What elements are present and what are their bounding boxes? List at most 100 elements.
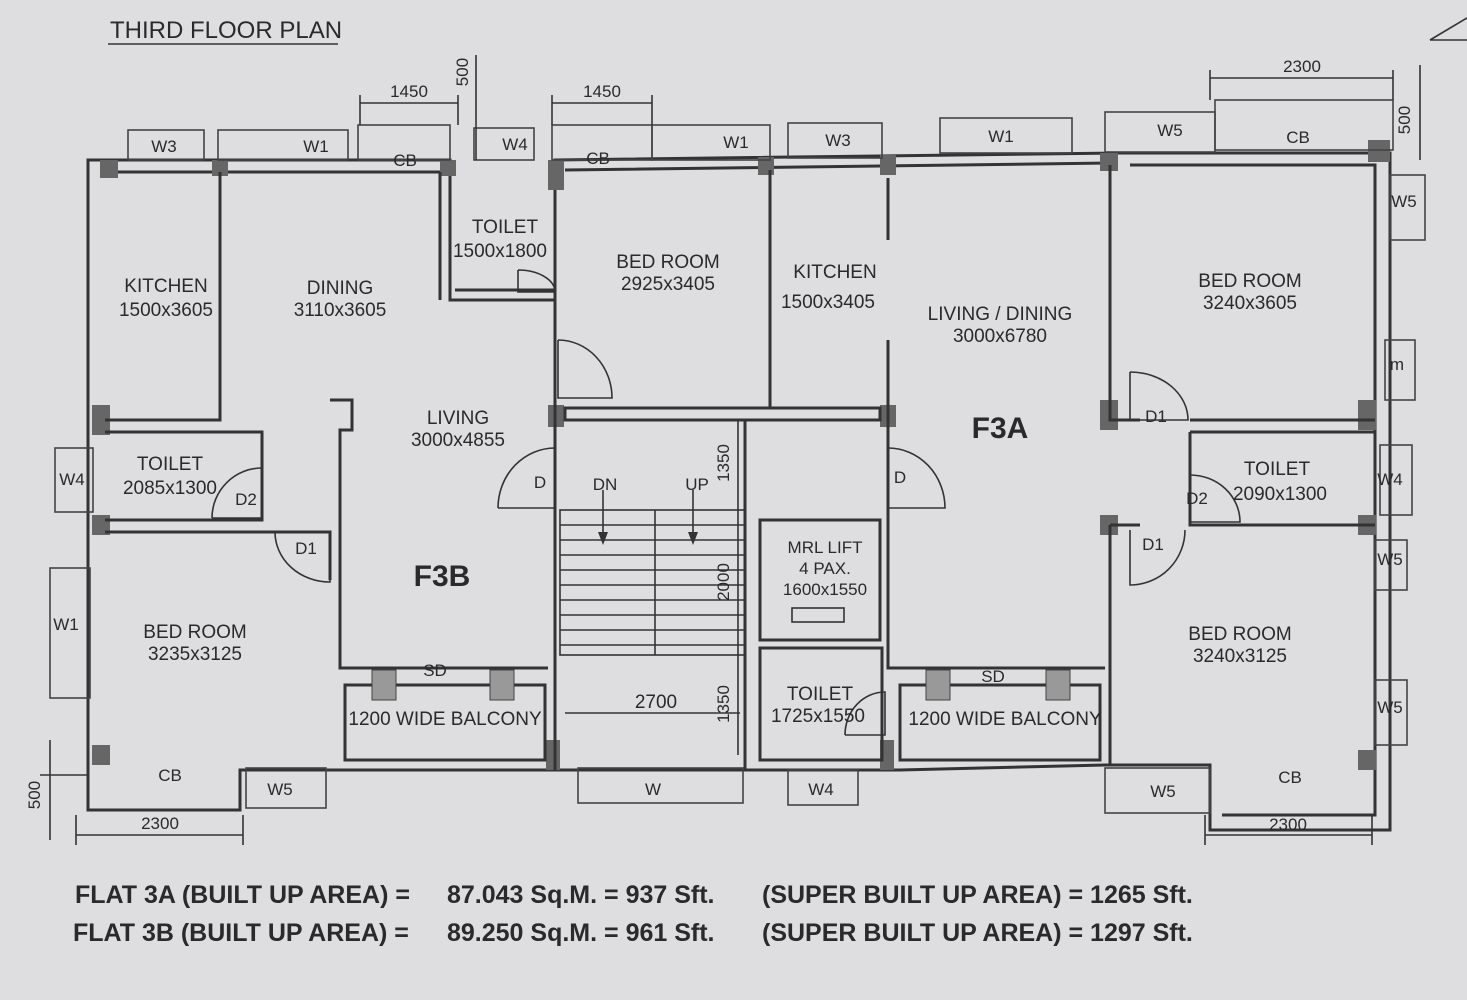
cb-label: CB <box>393 151 417 170</box>
bedroom-top-right-size: 3240x3605 <box>1203 293 1297 314</box>
dim-2300: 2300 <box>141 814 179 833</box>
window-w5-label: W5 <box>1157 121 1183 140</box>
living-dining-right-size: 3000x6780 <box>953 326 1047 347</box>
sd-label: SD <box>423 661 447 680</box>
dim-1450: 1450 <box>390 82 428 101</box>
flat-3b-area: 89.250 Sq.M. = 961 Sft. <box>447 919 715 947</box>
room-labels: KITCHEN 1500x3605 DINING 3110x3605 TOILE… <box>119 217 1327 730</box>
bedroom-bottom-right-name: BED ROOM <box>1188 624 1291 645</box>
window-w5-label: W5 <box>267 780 293 799</box>
toilet-top-size: 1500x1800 <box>453 241 547 262</box>
cb-label: CB <box>586 149 610 168</box>
staircase <box>559 490 746 656</box>
window-frames <box>49 99 1426 814</box>
kitchen-left-name: KITCHEN <box>124 276 207 297</box>
dim-500: 500 <box>1395 106 1414 134</box>
dim-500: 500 <box>453 58 472 86</box>
cb-label: CB <box>1286 128 1310 147</box>
door-d-label: D <box>534 473 546 492</box>
window-w1-label: W1 <box>988 127 1014 146</box>
flat-f3b-label: F3B <box>414 560 471 593</box>
dim-500: 500 <box>25 781 44 809</box>
stairs-dn-label: DN <box>593 475 618 494</box>
door-d1-label: D1 <box>295 539 317 558</box>
sd-label: SD <box>981 667 1005 686</box>
lift-line3: 1600x1550 <box>783 580 867 599</box>
window-w5-label: W5 <box>1377 698 1403 717</box>
dim-1350: 1350 <box>714 685 733 723</box>
door-d-label: D <box>894 468 906 487</box>
sliding-door-frames <box>371 669 1071 701</box>
outer-walls <box>86 140 1392 832</box>
cb-label: CB <box>1278 768 1302 787</box>
toilet-left-name: TOILET <box>137 454 204 475</box>
door-d2-label: D2 <box>1186 489 1208 508</box>
bedroom-bottom-left-name: BED ROOM <box>143 622 246 643</box>
area-summary: FLAT 3A (BUILT UP AREA) = 87.043 Sq.M. =… <box>73 881 1193 947</box>
dim-2000: 2000 <box>714 563 733 601</box>
toilet-center-size: 1725x1550 <box>771 706 865 727</box>
window-w5-label: W5 <box>1150 782 1176 801</box>
dim-2300: 2300 <box>1269 815 1307 834</box>
balcony-left-label: 1200 WIDE BALCONY <box>348 709 542 730</box>
bedroom-top-right-name: BED ROOM <box>1198 271 1301 292</box>
window-w4-label: W4 <box>502 135 528 154</box>
dining-left-size: 3110x3605 <box>294 300 387 321</box>
living-left-name: LIVING <box>427 408 489 429</box>
door-d1-label: D1 <box>1145 407 1167 426</box>
window-w3-label: W3 <box>151 137 177 156</box>
window-w1-label: W1 <box>53 615 79 634</box>
stairs-up-label: UP <box>685 475 709 494</box>
lift-line1: MRL LIFT <box>788 538 863 557</box>
flat-3b-label: FLAT 3B (BUILT UP AREA) = <box>73 919 409 947</box>
flat-3a-super-area: (SUPER BUILT UP AREA) = 1265 Sft. <box>762 881 1193 909</box>
bedroom-bottom-right-size: 3240x3125 <box>1193 646 1287 667</box>
toilet-right-size: 2090x1300 <box>1233 484 1327 505</box>
flat-3b-super-area: (SUPER BUILT UP AREA) = 1297 Sft. <box>762 919 1193 947</box>
window-w5-label: W5 <box>1391 192 1417 211</box>
dimension-lines <box>40 55 1421 845</box>
window-w5-label: W5 <box>1377 550 1403 569</box>
balcony-right-label: 1200 WIDE BALCONY <box>908 709 1102 730</box>
symbol-labels: CB CB CB CB CB SD SD D D D1 D1 D1 D2 D2 … <box>53 121 1417 801</box>
dining-left-name: DINING <box>307 278 374 299</box>
plan-title: THIRD FLOOR PLAN <box>110 17 342 44</box>
window-w3-label: W3 <box>825 131 851 150</box>
living-dining-right-name: LIVING / DINING <box>928 304 1073 325</box>
lift-line2: 4 PAX. <box>799 559 851 578</box>
dim-1450: 1450 <box>583 82 621 101</box>
window-w4-label: W4 <box>1377 470 1403 489</box>
toilet-left-size: 2085x1300 <box>123 478 217 499</box>
window-w1-label: W1 <box>303 137 329 156</box>
kitchen-right-size: 1500x3405 <box>781 292 875 313</box>
window-w-label: W <box>645 780 661 799</box>
dim-2700: 2700 <box>635 692 677 713</box>
living-left-size: 3000x4855 <box>411 430 505 451</box>
toilet-right-name: TOILET <box>1244 459 1311 480</box>
lift-slot <box>791 607 845 623</box>
interior-walls <box>105 165 1375 770</box>
cb-label: CB <box>158 766 182 785</box>
kitchen-right-name: KITCHEN <box>793 262 876 283</box>
dim-2300: 2300 <box>1283 57 1321 76</box>
door-d1-label: D1 <box>1142 535 1164 554</box>
window-w4-label: W4 <box>59 470 85 489</box>
flat-f3a-label: F3A <box>972 412 1029 445</box>
flat-3a-area: 87.043 Sq.M. = 937 Sft. <box>447 881 715 909</box>
kitchen-left-size: 1500x3605 <box>119 300 213 321</box>
door-d2-label: D2 <box>235 490 257 509</box>
bedroom-top-size: 2925x3405 <box>621 274 715 295</box>
bedroom-bottom-left-size: 3235x3125 <box>148 644 242 665</box>
window-m-label: m <box>1390 355 1404 374</box>
dimension-labels: 1450 1450 500 2300 500 1350 2000 1350 27… <box>25 57 1414 834</box>
dim-1350: 1350 <box>714 444 733 482</box>
corner-mark <box>1429 17 1467 41</box>
window-w1-label: W1 <box>723 133 749 152</box>
toilet-center-name: TOILET <box>787 684 854 705</box>
door-swings <box>211 269 1241 736</box>
window-w4-label: W4 <box>808 780 834 799</box>
bedroom-top-name: BED ROOM <box>616 252 719 273</box>
flat-3a-label: FLAT 3A (BUILT UP AREA) = <box>75 881 410 909</box>
toilet-top-name: TOILET <box>472 217 539 238</box>
